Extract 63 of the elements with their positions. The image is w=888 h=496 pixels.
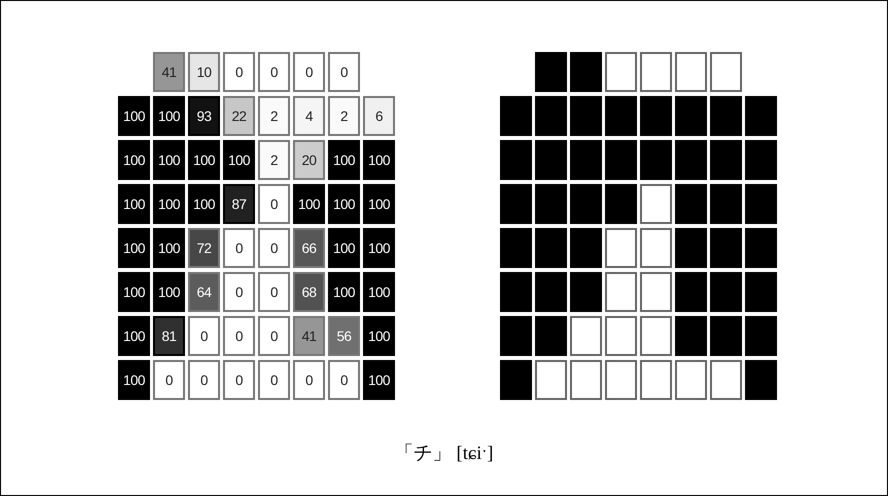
value-cell: 100	[188, 184, 220, 224]
value-cell: 100	[118, 140, 150, 180]
value-cell: 93	[188, 96, 220, 136]
value-cell: 100	[363, 316, 395, 356]
value-cell: 0	[328, 52, 360, 92]
value-cell: 0	[188, 316, 220, 356]
value-cell: 81	[153, 316, 185, 356]
value-cell: 100	[153, 96, 185, 136]
value-cell: 68	[293, 272, 325, 312]
value-cell: 100	[223, 140, 255, 180]
value-cell: 41	[293, 316, 325, 356]
value-cell: 4	[293, 96, 325, 136]
value-cell: 20	[293, 140, 325, 180]
value-cell: 41	[153, 52, 185, 92]
value-cell: 0	[293, 360, 325, 400]
value-cell: 100	[153, 272, 185, 312]
value-cell: 0	[223, 52, 255, 92]
value-cell: 100	[328, 140, 360, 180]
value-cell: 100	[153, 140, 185, 180]
value-cell: 0	[258, 360, 290, 400]
value-cell: 64	[188, 272, 220, 312]
value-cell: 0	[223, 228, 255, 268]
value-cell: 72	[188, 228, 220, 268]
value-cell: 0	[328, 360, 360, 400]
value-cell: 66	[293, 228, 325, 268]
value-cell: 6	[363, 96, 395, 136]
value-cell: 0	[188, 360, 220, 400]
value-cell: 0	[258, 52, 290, 92]
value-cell: 100	[118, 96, 150, 136]
value-cell: 100	[118, 184, 150, 224]
value-cell: 100	[118, 228, 150, 268]
value-cell: 0	[258, 184, 290, 224]
value-cell: 0	[293, 52, 325, 92]
value-cell: 100	[328, 228, 360, 268]
value-cell: 0	[258, 316, 290, 356]
value-cell: 100	[118, 272, 150, 312]
value-cell: 0	[223, 360, 255, 400]
value-cell: 100	[328, 184, 360, 224]
value-cell: 2	[258, 140, 290, 180]
value-cell: 0	[223, 316, 255, 356]
value-cell: 87	[223, 184, 255, 224]
value-cell: 0	[223, 272, 255, 312]
value-cell: 22	[223, 96, 255, 136]
caption: 「チ」 [tɕiˑ]	[394, 442, 494, 466]
value-cell: 100	[188, 140, 220, 180]
value-cell: 100	[363, 272, 395, 312]
value-cell: 100	[118, 316, 150, 356]
value-cell: 100	[363, 228, 395, 268]
value-cell: 56	[328, 316, 360, 356]
value-cell: 0	[258, 228, 290, 268]
value-cell: 100	[363, 140, 395, 180]
value-cell: 100	[153, 228, 185, 268]
value-cell: 100	[118, 360, 150, 400]
value-cell: 2	[328, 96, 360, 136]
value-cell: 2	[258, 96, 290, 136]
value-cell: 0	[153, 360, 185, 400]
value-cell: 100	[363, 184, 395, 224]
value-cell: 100	[153, 184, 185, 224]
value-cell: 10	[188, 52, 220, 92]
value-cell: 0	[258, 272, 290, 312]
value-cell: 100	[293, 184, 325, 224]
value-cell: 100	[363, 360, 395, 400]
value-cell: 100	[328, 272, 360, 312]
